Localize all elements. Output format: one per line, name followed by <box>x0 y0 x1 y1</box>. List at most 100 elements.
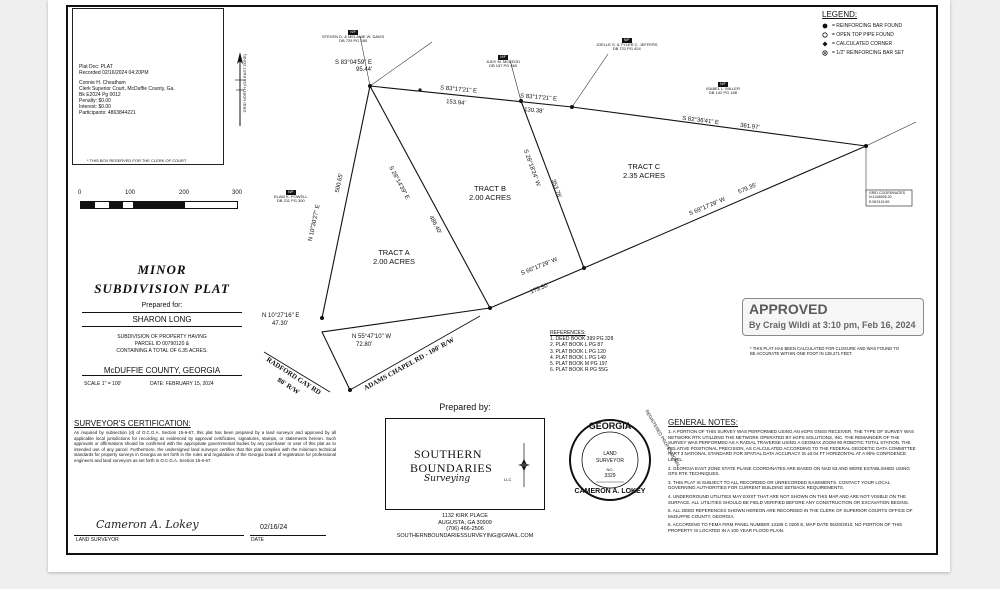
prepared-for-label: Prepared for: <box>141 302 183 309</box>
grid-coord-title: GRID COORDINATES <box>869 191 906 195</box>
tract-name: TRACT C <box>627 162 661 171</box>
recording-box: Plat Doc: PLAT Recorded 02/16/2024 04:20… <box>72 8 224 165</box>
distance-label: 95.44' <box>356 67 373 73</box>
owner-tag: N/F <box>621 38 632 43</box>
rebar-set-icon <box>822 49 828 56</box>
corner-marker <box>320 316 324 320</box>
title-subdivision-plat: SUBDIVISION PLAT <box>94 281 230 296</box>
north-arrow-icon <box>235 52 245 126</box>
legend-title: LEGEND: <box>822 10 858 19</box>
references-title: REFERENCES: <box>550 330 586 336</box>
owner-tag: N/F <box>498 55 508 60</box>
scale-tick: 200 <box>179 190 190 196</box>
company-email: SOUTHERNBOUNDARIESSURVEYING@GMAIL.COM <box>396 532 534 539</box>
prepared-by-label: Prepared by: <box>439 402 491 412</box>
general-notes: GENERAL NOTES: 1. A PORTION OF THIS SURV… <box>668 418 918 537</box>
north-arrow: GRID NORTH (GA EAST ZONE) <box>228 50 252 130</box>
tract-area: 2.00 ACRES <box>468 193 512 202</box>
legend-item: = REINFORCING BAR FOUND <box>822 21 932 30</box>
rebar-found-icon <box>822 23 828 28</box>
corner-marker <box>348 388 352 392</box>
grid-coord-northing: N:1248926.20 <box>869 195 892 200</box>
tract-name: TRACT B <box>474 184 506 193</box>
reference-item: 2. PLAT BOOK L PG 87 <box>550 342 603 349</box>
general-notes-title: GENERAL NOTES: <box>668 418 738 427</box>
distance-label: 72.80' <box>356 342 373 348</box>
legend-text: = CALCULATED CORNER <box>832 40 893 47</box>
legend-item: = 1/2" REINFORCING BAR SET <box>822 48 932 57</box>
general-note-item: 5. ALL DEED REFERENCES SHOWN HEREON ARE … <box>668 508 913 519</box>
legend-item: = CALCULATED CORNER <box>822 39 932 48</box>
surveyor-certification: SURVEYOR'S CERTIFICATION: As required by… <box>74 419 336 464</box>
scale-tick: 0 <box>78 190 82 196</box>
reference-item: 6. PLAT BOOK R PG 55G <box>550 367 608 374</box>
owner-name: JOELLE S. & TYLER C. JEFFERS <box>596 41 658 47</box>
north-boundary-line <box>369 85 867 147</box>
general-note-item: 3. THIS PLAT IS SUBJECT TO ALL RECORDED … <box>668 479 890 491</box>
corner-marker <box>368 84 372 88</box>
county-name: McDUFFIE COUNTY, GEORGIA <box>82 366 242 376</box>
scale-bar: 0 100 200 300 <box>78 190 248 216</box>
general-note-item: 4. UNDERGROUND UTILITIES MAY EXIST THAT … <box>668 493 910 505</box>
seal-icon <box>569 419 651 501</box>
bearing-label: N 55°47'10" W <box>352 334 392 340</box>
recording-line: Connie H. Cheatham <box>79 80 126 86</box>
scale-tick: 300 <box>232 190 243 196</box>
surveyor-seal: GEORGIA REGISTERED PROFESSIONAL LAND SUR… <box>568 409 681 502</box>
company-phone: (706) 466-2506 <box>446 526 484 533</box>
tract-b-c-divider <box>520 100 585 269</box>
corner-marker <box>418 88 422 92</box>
date-label: DATE <box>251 537 264 543</box>
certification-text: As required by subsection (d) of O.C.G.A… <box>74 430 336 463</box>
tract-c-label: TRACT C 2.35 ACRES <box>614 162 674 180</box>
drawing-border <box>66 5 938 555</box>
approval-stamp: APPROVED By Craig Wildi at 3:10 pm, Feb … <box>742 298 924 336</box>
road-corner-line <box>321 307 491 391</box>
signature-date: 02/16/24 <box>260 524 288 531</box>
seal-state: GEORGIA <box>588 421 632 431</box>
tract-name: TRACT A <box>378 248 410 257</box>
title-minor: MINOR <box>137 262 187 277</box>
reference-item: 5. PLAT BOOK M PG 197 <box>550 361 608 368</box>
legend-item: = OPEN TOP PIPE FOUND <box>822 30 932 39</box>
tract-area: 2.35 ACRES <box>622 171 666 180</box>
subdivision-desc: SUBDIVISION OF PROPERTY HAVING <box>117 334 207 340</box>
recording-line: Bk E2024 Pg 0012 <box>79 92 121 98</box>
recording-line: Plat Doc: PLAT <box>79 64 113 70</box>
owner-name: JUDY M. MCLEOD <box>486 58 521 64</box>
plat-date: DATE: FEBRUARY 15, 2024 <box>150 381 214 387</box>
company-logo-box: SOUTHERN BOUNDARIES Surveying LLC <box>385 418 545 510</box>
owner-label-mcleod: N/F JUDY M. MCLEOD DB 157 PG 460 <box>486 55 520 69</box>
owner-deed: DB 211 PG 300 <box>276 198 305 204</box>
legend-text: = 1/2" REINFORCING BAR SET <box>832 49 905 56</box>
company-contact: 1132 KIRK PLACE AUGUSTA, GA 30909 (706) … <box>385 513 545 539</box>
scale-tick: 100 <box>125 190 136 196</box>
plat-sheet <box>48 0 950 572</box>
owner-name: ELAM K. POWELL <box>274 193 308 199</box>
parcel-id: PARCEL ID 00790120 & <box>134 341 190 347</box>
general-note-item: 6. ACCORDING TO FEMA FIRM PANEL NUMBER 1… <box>668 522 903 533</box>
general-note-item: 2. GEORGIA EAST ZONE STATE PLANE COORDIN… <box>668 465 910 477</box>
owner-tag: N/F <box>718 82 728 87</box>
company-name-1: SOUTHERN <box>414 447 483 461</box>
recording-line: Penalty: $0.00 <box>79 98 111 104</box>
clerk-reserved-note: * THIS BOX RESERVED FOR THE CLERK OF COU… <box>87 158 187 163</box>
east-boundary-line <box>583 145 867 269</box>
grid-coord-easting: E:567415.89 <box>869 199 890 204</box>
owner-tag: N/F <box>348 30 358 35</box>
reference-item: 1. DEED BOOK 399 PG 328 <box>550 336 614 343</box>
general-note-item: 1. A PORTION OF THIS SURVEY WAS PERFORME… <box>668 429 916 462</box>
seal-no-label: NO. <box>606 467 614 472</box>
bearing-label: S 83°04'59" E <box>335 60 373 66</box>
owner-tag: N/F <box>285 190 296 195</box>
tract-a-b-divider <box>369 85 491 309</box>
bearing-label: N 10°27'16" E <box>262 313 300 319</box>
owner-deed: DB 157 PG 460 <box>489 63 518 69</box>
legend-text: = REINFORCING BAR FOUND <box>832 22 903 29</box>
corner-marker <box>582 266 586 270</box>
tract-b-label: TRACT B 2.00 ACRES <box>460 184 520 202</box>
seal-number: 3329 <box>604 473 616 479</box>
grid-coordinate-box <box>865 189 913 207</box>
company-name-2: BOUNDARIES <box>410 461 493 475</box>
